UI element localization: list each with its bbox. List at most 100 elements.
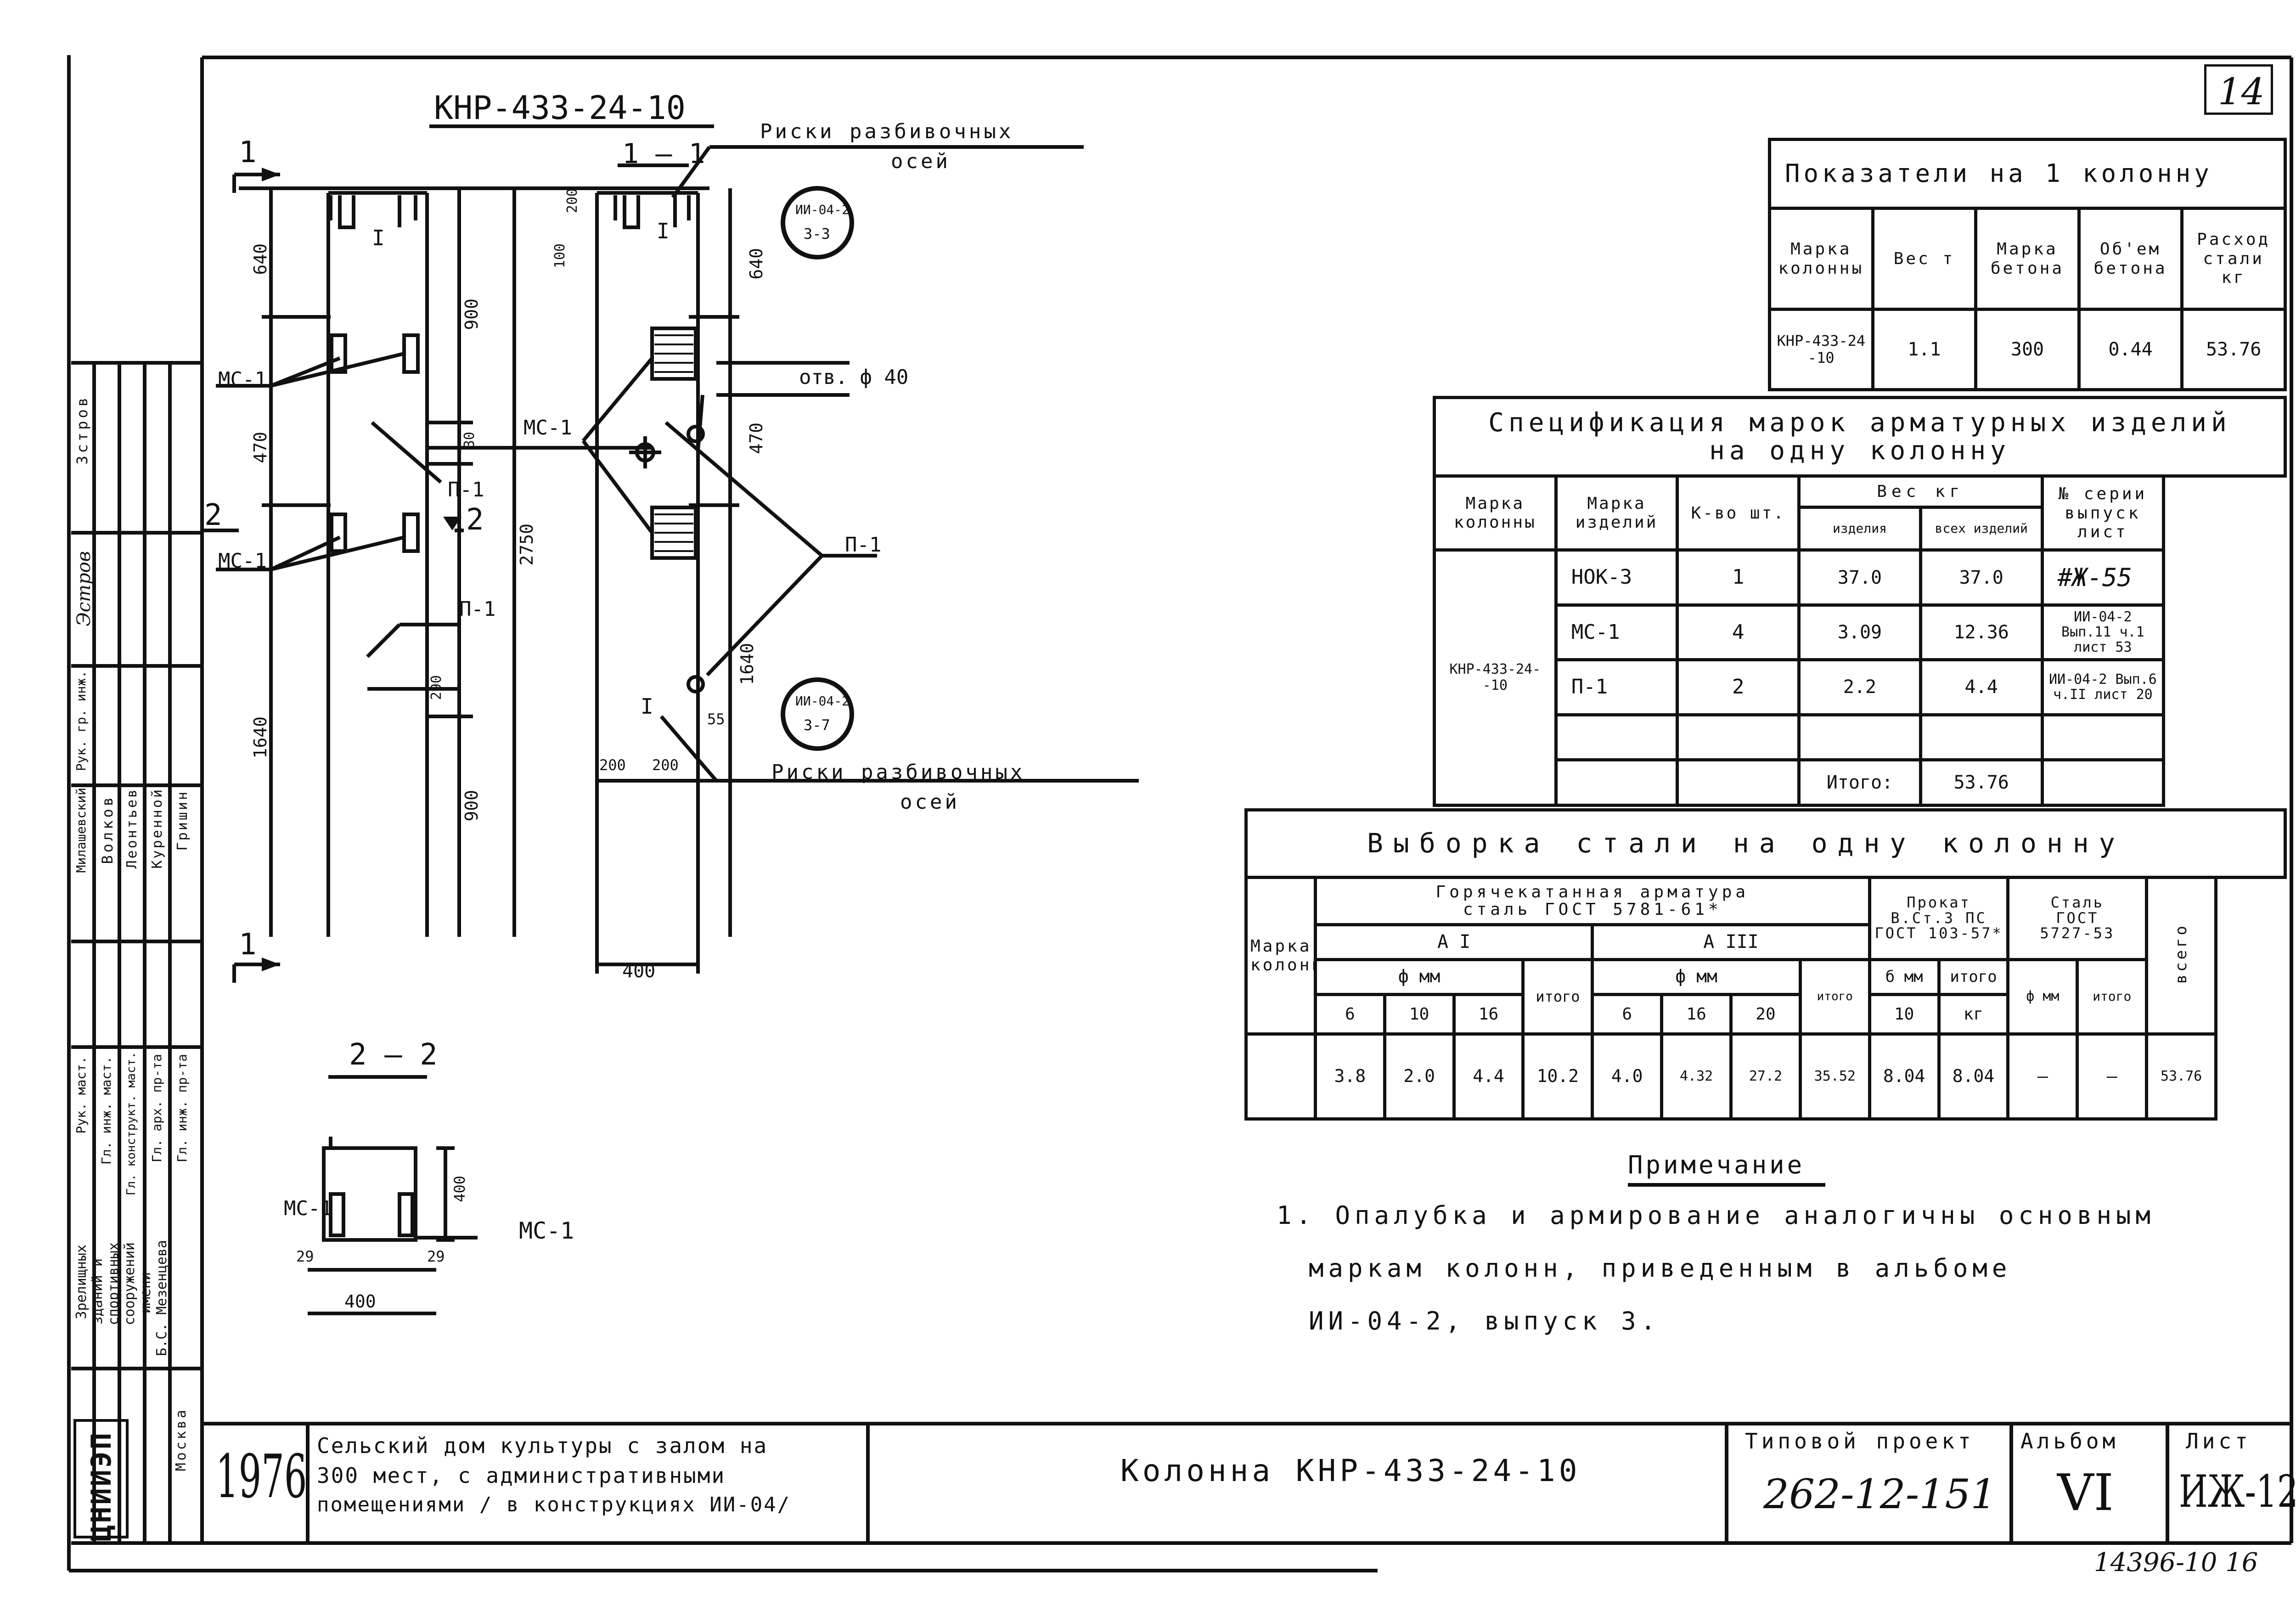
institute-line4: сооружений (122, 1242, 138, 1325)
dim-100: 100 (552, 243, 568, 269)
dim-900-b: 900 (461, 790, 482, 822)
dim-200-b: 200 (652, 756, 679, 774)
spec-row-1-item: НОК-3 (1554, 548, 1679, 607)
name-3: Леонтьев (124, 788, 140, 869)
steel-d-ai-16: 16 (1452, 992, 1525, 1036)
axis-marks-bottom-line2: осей (900, 790, 960, 814)
indicators-title: Показатели на 1 колонну (1768, 138, 2287, 210)
indicators-header-steel: Расход стали кг (2180, 207, 2287, 311)
steel-header-itogo-1: итого (1521, 958, 1594, 1036)
specification-title: Спецификация марок арматурных изделий на… (1433, 395, 2287, 478)
steel-header-ai: А I (1313, 923, 1594, 961)
steel-ai-6: 3.8 (1313, 1032, 1386, 1121)
steel-header-vsego: всего (2145, 875, 2218, 1036)
role-5: Гл. инж. пр-та (174, 1054, 190, 1163)
note-line1: 1. Опалубка и армирование аналогичны осн… (1277, 1201, 2155, 1230)
steel-aiii-total: 35.52 (1798, 1032, 1871, 1121)
dim-30: 30 (461, 432, 478, 449)
steel-header-vsego-text: всего (2172, 923, 2190, 984)
role-2: Гл. инж. маст. (99, 1056, 114, 1165)
steel-stal-total: — (2076, 1032, 2149, 1121)
spec-empty-cell (1797, 713, 1922, 762)
steel-row-column-mark (1244, 1032, 1317, 1121)
steel-d-ai-6: 6 (1313, 992, 1386, 1036)
steel-header-stal-line2: ГОСТ (2056, 909, 2099, 927)
steel-header-prokat-line2: В.Ст.3 ПС (1891, 909, 1987, 927)
page-number-box (2204, 64, 2273, 115)
cut-mark-2-left: 2 (204, 498, 222, 532)
label-p1-a: П-1 (448, 478, 484, 501)
spec-row-1-qty: 1 (1676, 548, 1801, 607)
steel-prokat-total: 8.04 (1937, 1032, 2010, 1121)
indicators-header-concrete-volume: Об'ем бетона (2077, 207, 2184, 311)
album-label: Альбом (2020, 1429, 2119, 1454)
spec-header-weight: Вес кг (1797, 474, 2044, 509)
name-2: Волков (99, 794, 116, 864)
institute-logo: ЦНИИЭП (73, 1419, 129, 1542)
steel-header-stal-line1: Сталь (2050, 894, 2104, 912)
ref-tag-top-line2: 3-3 (804, 225, 830, 242)
steel-header-aiii: А III (1591, 923, 1871, 961)
dim-470-right: 470 (746, 423, 766, 454)
footer-stamp: 14396-10 16 (2094, 1548, 2258, 1577)
spec-column-mark: КНР-433-24- -10 (1433, 548, 1558, 807)
steel-header-hot-rolled: Горячекатанная арматура сталь ГОСТ 5781-… (1313, 875, 1871, 926)
steel-d-aiii-20: 20 (1729, 992, 1802, 1036)
ref-tag-top-line1: ИИ-04-2 (795, 202, 850, 217)
ref-tag-bottom-line2: 3-7 (804, 716, 830, 734)
dim-55: 55 (707, 710, 725, 728)
spec-row-3-w-item: 2.2 (1797, 658, 1922, 716)
zastroy-signature: Эстров (73, 551, 95, 626)
spec-row-2-qty: 4 (1676, 603, 1801, 662)
steel-header-prokat: Прокат В.Ст.3 ПС ГОСТ 103-57* (1868, 875, 2010, 961)
spec-row-1-series: #Ж-55 (2040, 548, 2166, 607)
column-title: КНР-433-24-10 (434, 89, 686, 127)
standard-project-label: Типовой проект (1745, 1429, 1975, 1454)
spec-row-2-item: МС-1 (1554, 603, 1679, 662)
cut-mark-1-bottom: 1 (239, 928, 257, 962)
steel-header-phi-mm-2: ф мм (1591, 958, 1802, 996)
spec-header-qty: К-во шт. (1676, 474, 1801, 552)
steel-d-ai-10: 10 (1383, 992, 1456, 1036)
steel-header-phi-mm-1: ф мм (1313, 958, 1525, 996)
spec-header-weight-all: всех изделий (1919, 505, 2044, 552)
label-p1-c: П-1 (845, 533, 882, 557)
specification-title-line1: Спецификация марок арматурных изделий (1488, 407, 2231, 438)
project-line2: 300 мест, с административными (317, 1463, 726, 1488)
indicators-column-mark: КНР-433-24 -10 (1768, 308, 1874, 391)
role-6: Рук. гр. инж. (73, 670, 89, 772)
spec-total-label: Итого: (1797, 758, 1922, 807)
dim-1640-right: 1640 (737, 643, 757, 685)
steel-d-aiii-16: 16 (1660, 992, 1733, 1036)
spec-total-value: 53.76 (1919, 758, 2044, 807)
dim-29-a: 29 (296, 1248, 314, 1265)
dim-29-b: 29 (427, 1248, 445, 1265)
spec-empty-cell (2040, 713, 2166, 762)
year: 1976 (216, 1442, 307, 1511)
project-line3: помещениями / в конструкциях ИИ-04/ (317, 1493, 791, 1516)
institute-line2: зданий и (90, 1258, 106, 1325)
album-value: VI (2057, 1463, 2114, 1522)
steel-table: Выборка стали на одну колонну Марка коло… (1244, 808, 2287, 1121)
axis-marks-top-line2: осей (891, 150, 951, 173)
steel-header-phi-mm-3: ф мм (2006, 958, 2079, 1036)
dim-640-right: 640 (746, 248, 766, 280)
spec-row-2-series: ИИ-04-2 Вып.11 ч.1 лист 53 (2040, 603, 2166, 662)
i-mark-1: I (372, 225, 385, 250)
role-1: Рук. маст. (73, 1056, 89, 1134)
indicators-header-weight: Вес т (1871, 207, 1978, 311)
sheet-value: ИЖ-12 (2179, 1466, 2296, 1517)
ref-tag-bottom-line1: ИИ-04-2 (795, 693, 850, 709)
axis-marks-bottom-line1: Риски разбивочных (771, 761, 1025, 784)
ref-tag-bottom: ИИ-04-2 3-7 (781, 677, 854, 751)
zastroy: Зстров (73, 395, 91, 465)
specification-title-line2: на одну колонну (1709, 436, 2010, 466)
spec-row-2-w-all: 12.36 (1919, 603, 2044, 662)
institute-line1: Зрелищных (73, 1245, 90, 1319)
steel-d-prokat-10: 10 (1868, 992, 1941, 1036)
role-3: Гл. конструкт. маст. (124, 1052, 138, 1196)
dim-400-section-height: 400 (451, 1176, 468, 1202)
label-mc1-a: МС-1 (218, 368, 267, 391)
steel-header-prokat-itogo: итого (1937, 958, 2010, 996)
steel-title: Выборка стали на одну колонну (1244, 808, 2287, 879)
